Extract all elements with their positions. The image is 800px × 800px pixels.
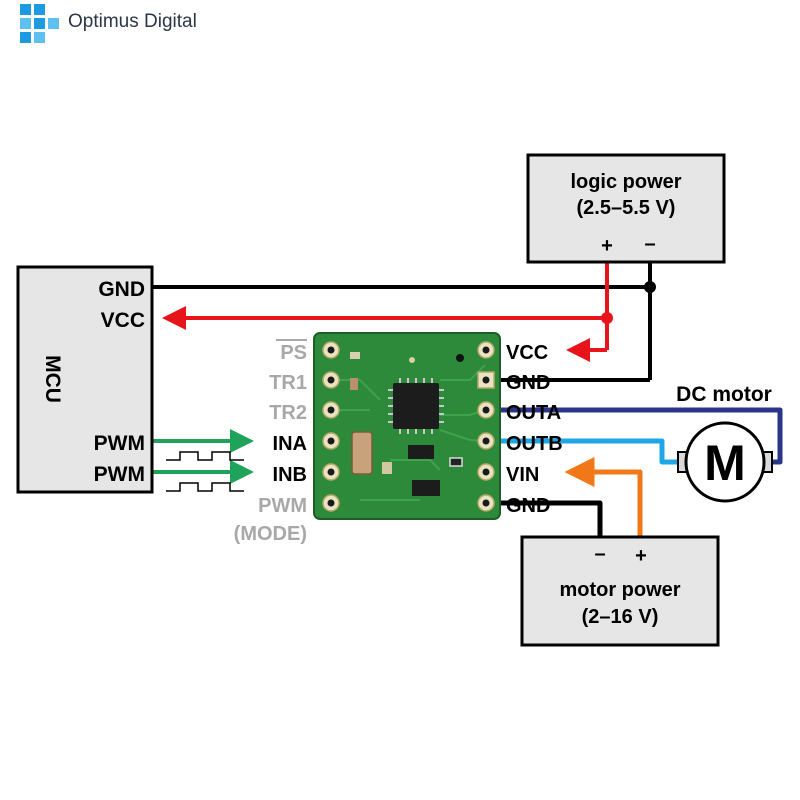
mcu-title: MCU — [41, 355, 64, 403]
transistor — [408, 445, 434, 459]
driver-left-labels: PS TR1 TR2 INA INB PWM (MODE) — [234, 339, 307, 545]
motor-power-box: – + motor power (2–16 V) — [520, 535, 720, 647]
driver-board — [313, 332, 501, 520]
pin-label-outa: OUTA — [506, 402, 561, 424]
resistor — [449, 457, 463, 467]
pin-label-tr2: TR2 — [269, 402, 307, 424]
pin-label-pwm: PWM — [258, 495, 307, 517]
logic-power-title: logic power — [570, 171, 681, 193]
driver-ic — [388, 378, 444, 434]
pin-label-tr1: TR1 — [269, 372, 307, 394]
motor-body — [684, 421, 766, 503]
pin-label-gnd-bottom: GND — [506, 495, 550, 517]
mcu-pin-pwm-a: PWM — [94, 432, 145, 455]
capacitor-small-mid — [350, 378, 358, 390]
pin-label-vcc: VCC — [506, 342, 548, 364]
outb-wire — [490, 438, 684, 465]
brand-name: Optimus Digital — [68, 11, 197, 32]
pin-label-vin: VIN — [506, 464, 539, 486]
mcu-pin-gnd: GND — [98, 278, 145, 301]
logic-power-minus: – — [644, 233, 655, 255]
via-1 — [409, 357, 415, 363]
pwm-waveform-a — [166, 451, 244, 461]
pin-label-ps: PS — [280, 342, 307, 364]
motor-symbol: M — [704, 435, 746, 491]
ground-junction — [644, 281, 656, 293]
motor-power-minus: – — [594, 543, 605, 565]
dc-motor: DC motor M — [676, 383, 773, 503]
mcu-box: MCU GND VCC PWM PWM — [16, 265, 154, 494]
pwm-waveform-b — [166, 482, 244, 492]
motor-power-plus: + — [635, 545, 647, 567]
driver-right-labels: VCC GND OUTA OUTB VIN GND — [506, 342, 563, 517]
pin-label-gnd-top: GND — [506, 372, 550, 394]
mcu-pin-vcc: VCC — [101, 309, 145, 332]
smd-part — [382, 462, 392, 474]
capacitor-large — [351, 431, 373, 475]
vcc-junction — [601, 312, 613, 324]
logic-power-range: (2.5–5.5 V) — [577, 197, 676, 219]
regulator — [412, 480, 440, 496]
pin-label-mode: (MODE) — [234, 523, 307, 545]
ground-wire-motor — [490, 500, 603, 537]
logic-power-plus: + — [601, 235, 613, 257]
brand-logo: Optimus Digital — [20, 4, 197, 43]
vin-wire — [564, 457, 643, 537]
pin-label-inb: INB — [273, 464, 307, 486]
pin-label-ina: INA — [273, 433, 307, 455]
motor-power-range: (2–16 V) — [582, 606, 659, 628]
via-2 — [456, 354, 464, 362]
pin-label-outb: OUTB — [506, 433, 563, 455]
mcu-pin-pwm-b: PWM — [94, 463, 145, 486]
motor-power-title: motor power — [559, 579, 680, 601]
brand-logo-icon — [20, 4, 59, 43]
capacitor-small-top — [350, 352, 360, 359]
logic-power-box: logic power (2.5–5.5 V) + – — [526, 153, 726, 264]
motor-title: DC motor — [676, 383, 772, 406]
vcc-wire — [162, 262, 609, 362]
